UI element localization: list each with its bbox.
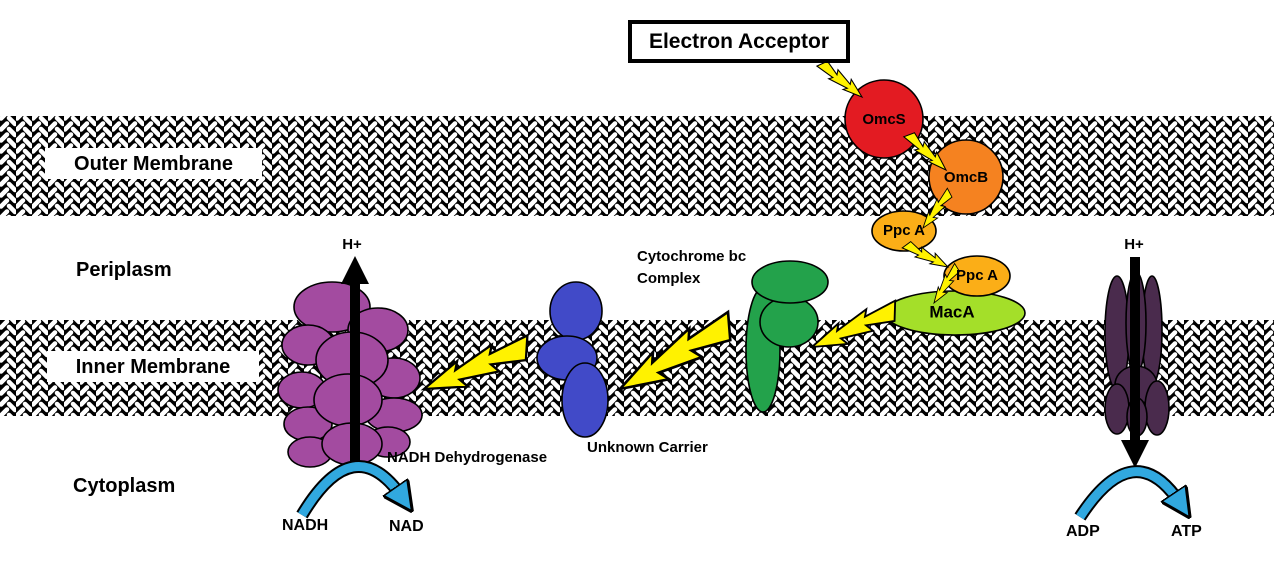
outer-membrane-label: Outer Membrane [45,148,262,179]
ppca-upper-label: Ppc A [883,221,925,239]
nadh-dehydrogenase-shape [277,281,423,468]
cytochrome-bc-line1: Cytochrome bc [637,248,747,265]
nadh-label: NADH [282,517,329,534]
nadh-to-nad-arrow [296,460,402,519]
adp-to-atp-arrow [1074,465,1180,517]
unknown-carrier-shape [536,281,609,438]
periplasm-label: Periplasm [76,259,172,281]
nad-label: NAD [389,518,424,535]
cytochrome-bc-complex-shape [745,260,829,413]
inner-membrane-text: Inner Membrane [75,355,231,378]
outer-membrane-text: Outer Membrane [74,152,233,175]
maca-label: MacA [929,302,975,322]
omcb-label: OmcB [943,168,989,186]
inner-membrane-label: Inner Membrane [47,351,259,382]
proton-arrow-left [341,256,369,472]
ppca-lower-shape [943,255,1011,297]
cytoplasm-label: Cytoplasm [73,475,176,497]
ppca-lower-label: Ppc A [956,266,998,284]
omcs-shape [844,79,924,159]
proton-arrow-right [1121,257,1149,468]
omcs-label: OmcS [862,110,906,128]
atp-label: ATP [1171,523,1202,540]
adp-label: ADP [1066,523,1100,540]
h-plus-right-label: H+ [1124,235,1144,253]
h-plus-left-label: H+ [342,235,362,253]
electron-acceptor-box: Electron Acceptor [628,20,850,63]
electron-acceptor-label: Electron Acceptor [648,29,830,53]
unknown-carrier-label: Unknown Carrier [587,439,708,456]
ppca-upper-shape [871,210,937,252]
nadh-dehydrogenase-label: NADH Dehydrogenase [387,449,548,466]
cytochrome-bc-line2: Complex [637,270,701,287]
cytochrome-bc-label: Cytochrome bc Complex [637,246,746,290]
